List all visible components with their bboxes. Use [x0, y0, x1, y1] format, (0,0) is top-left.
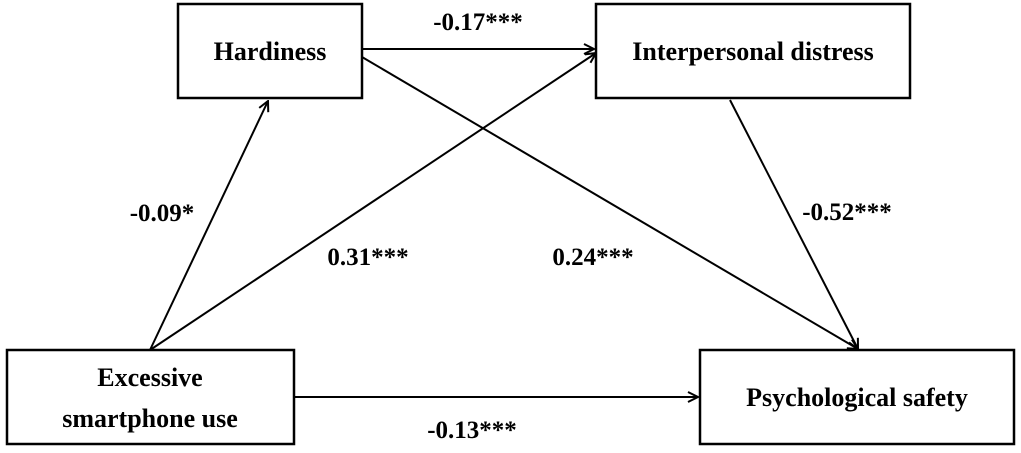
edge-hardiness-to-safety — [361, 56, 858, 349]
node-psychological-safety: Psychological safety — [698, 348, 1016, 446]
edge-interpersonal-to-safety — [729, 99, 858, 349]
node-interpersonal-distress: Interpersonal distress — [594, 2, 912, 100]
coef-smartphone-to-interpersonal: 0.31*** — [327, 244, 408, 271]
coef-interpersonal-to-safety: -0.52*** — [802, 199, 892, 226]
coef-smartphone-to-hardiness: -0.09* — [130, 200, 195, 227]
node-hardiness-label: Hardiness — [214, 37, 327, 66]
node-excessive-smartphone-use: Excessive smartphone use — [5, 348, 296, 446]
coef-hardiness-to-interpersonal: -0.17*** — [433, 9, 523, 36]
node-psychological-safety-label: Psychological safety — [746, 383, 968, 412]
node-hardiness: Hardiness — [176, 2, 364, 100]
node-excessive-smartphone-use-line2: smartphone use — [62, 404, 238, 433]
coef-hardiness-to-safety: 0.24*** — [552, 244, 633, 271]
edge-smartphone-to-interpersonal — [149, 53, 596, 351]
coef-smartphone-to-safety: -0.13*** — [427, 417, 517, 444]
node-excessive-smartphone-use-line1: Excessive — [97, 363, 202, 392]
edge-smartphone-to-hardiness — [149, 101, 268, 351]
node-interpersonal-distress-label: Interpersonal distress — [632, 37, 873, 66]
